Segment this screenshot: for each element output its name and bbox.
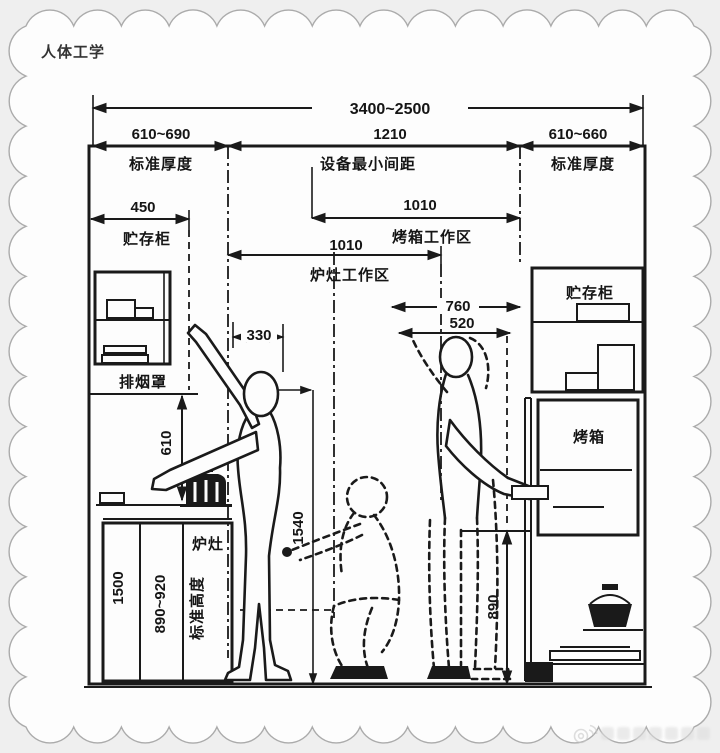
left-base-cabinet: 1500 890~920 标准高度 炉灶 [101,518,234,683]
label-standard-height: 标准高度 [188,576,206,641]
weibo-logo-icon [573,724,598,744]
dimension-overall: 3400~2500 [91,98,645,118]
dim-stove-zone: 1010 [329,237,362,254]
dimension-stove-zone: 1010 炉灶工作区 [226,237,443,284]
figure-standing-right [410,335,549,681]
head-alt [468,336,490,390]
head [242,370,280,418]
foot [427,666,471,679]
page-title: 人体工学 [41,44,106,61]
baking-tray [549,650,641,661]
label-center-gap: 设备最小间距 [320,155,416,173]
oven-column: 烤箱 [524,397,644,682]
dim-reach-760: 760 [445,298,470,315]
base-step [525,662,553,682]
label-right-thickness: 标准厚度 [550,155,615,173]
reference-lines [92,95,644,658]
foot-alt [470,667,512,681]
label-oven-zone: 烤箱工作区 [392,228,472,246]
right-wall-cabinet: 贮存柜 [530,266,645,394]
dim-counter-height: 890~920 [152,575,169,634]
figure-crouching [282,475,401,679]
dimension-storage-depth: 450 贮存柜 [89,199,191,248]
watermark [570,721,710,745]
foot [330,666,388,679]
label-hood: 排烟罩 [119,373,167,391]
dimension-reach: 760 520 330 [231,298,522,344]
label-left-thickness: 标准厚度 [128,155,193,173]
left-wall-cabinet: 排烟罩 [88,270,198,395]
label-stove-zone: 炉灶工作区 [310,266,390,284]
head [438,335,474,379]
dim-hood-clearance: 610 [158,430,175,455]
dim-cabinet-height: 1500 [110,571,127,604]
label-storage-left: 贮存柜 [122,230,171,248]
dim-oven-zone: 1010 [403,197,436,214]
label-storage-right: 贮存柜 [565,284,614,302]
dim-right-thickness: 610~660 [549,126,608,143]
dim-center-gap: 1210 [373,126,406,143]
dim-storage-depth: 450 [130,199,155,216]
figure-standing-left [150,323,293,682]
dimension-oven-zone: 1010 烤箱工作区 [310,197,522,246]
casserole-pot [588,604,632,627]
dim-left-thickness: 610~690 [132,126,191,143]
extended-arm [150,430,260,492]
dim-reach-520: 520 [449,315,474,332]
dim-eye-height: 1540 [290,511,307,544]
dimension-row2: 610~690 1210 610~660 标准厚度 设备最小间距 标准厚度 [91,126,645,173]
dim-overall-width: 3400~2500 [350,101,431,118]
label-oven: 烤箱 [573,428,605,446]
stove-counter [96,466,232,507]
head [345,475,389,519]
diagram-frame [84,144,652,688]
hand [282,547,292,557]
tray-in-hand [511,485,549,500]
label-stove: 炉灶 [192,535,224,553]
dim-oven-counter-height: 890 [485,594,502,619]
dim-reach-330: 330 [246,327,271,344]
